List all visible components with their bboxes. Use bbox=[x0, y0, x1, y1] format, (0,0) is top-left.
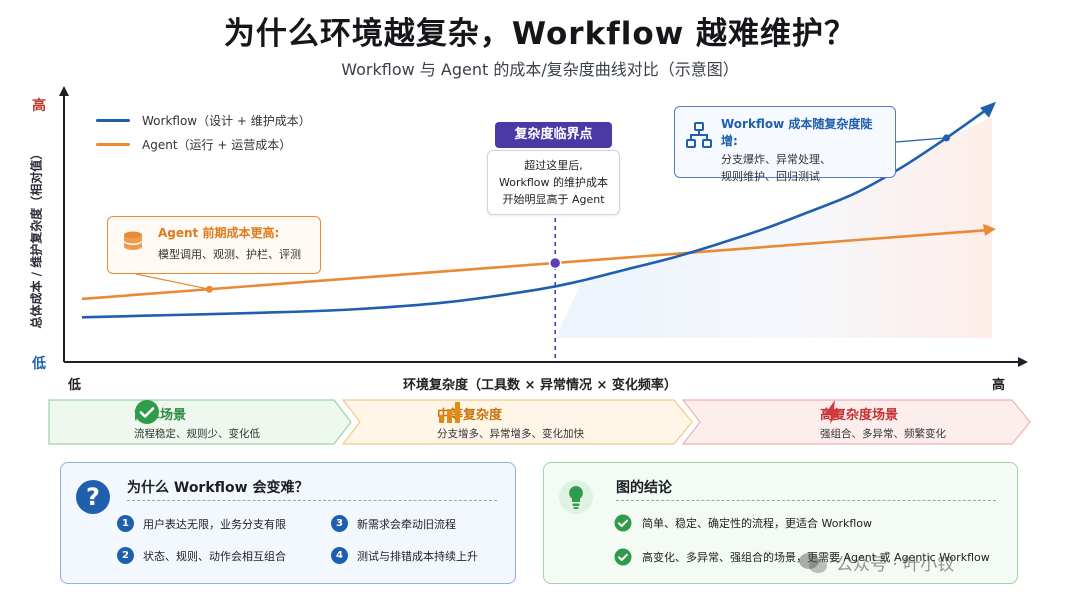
why-item-number: 2 bbox=[117, 547, 134, 564]
chart-legend: Workflow（设计 + 维护成本） Agent（运行 + 运营成本） bbox=[96, 108, 311, 156]
why-panel-title: 为什么 Workflow 会变难？ bbox=[127, 480, 309, 496]
zone-simple-shape bbox=[48, 399, 352, 445]
critical-point-note: 超过这里后, Workflow 的维护成本 开始明显高于 Agent bbox=[487, 150, 620, 215]
x-axis-arrow bbox=[1018, 357, 1028, 367]
critical-point-callout: 复杂度临界点 超过这里后, Workflow 的维护成本 开始明显高于 Agen… bbox=[487, 122, 620, 215]
agent-callout-title: Agent 前期成本更高: bbox=[158, 226, 280, 240]
critical-note-line: 超过这里后, bbox=[524, 159, 583, 172]
zone-simple-desc: 流程稳定、规则少、变化低 bbox=[134, 427, 260, 440]
y-axis-high: 高 bbox=[32, 98, 46, 114]
why-panel-divider bbox=[127, 500, 497, 501]
critical-point-tag: 复杂度临界点 bbox=[495, 122, 612, 148]
why-item-number: 3 bbox=[331, 515, 348, 532]
flowchart-icon bbox=[686, 122, 712, 148]
zone-high: 高复杂度场景 强组合、多异常、频繁变化 bbox=[682, 399, 1032, 445]
lightning-icon bbox=[825, 400, 841, 424]
conclusion-text: 高变化、多异常、强组合的场景，更需要 Agent 或 Agentic Workf… bbox=[642, 551, 990, 564]
workflow-callout-dot bbox=[943, 134, 950, 142]
agent-callout-dot bbox=[205, 285, 213, 293]
watermark-text: 公众号 · 叶小钗 bbox=[836, 555, 955, 575]
x-axis-label: 环境复杂度（工具数 × 异常情况 × 变化频率） bbox=[403, 378, 677, 393]
y-axis-low: 低 bbox=[32, 356, 46, 372]
conclusion-item: 高变化、多异常、强组合的场景，更需要 Agent 或 Agentic Workf… bbox=[614, 548, 990, 566]
y-axis-label-wrap: 总体成本 / 维护复杂度（相对值） bbox=[6, 147, 66, 330]
series-arrow-agent bbox=[983, 223, 996, 236]
check-circle-icon bbox=[614, 514, 632, 532]
legend-swatch-workflow bbox=[96, 118, 130, 122]
critical-note-line: Workflow 的维护成本 bbox=[498, 176, 608, 189]
why-workflow-hard-panel: ? 为什么 Workflow 会变难？ 1 用户表达无限，业务分支有限 3 新需求会… bbox=[60, 462, 516, 584]
zone-simple: 简单场景 流程稳定、规则少、变化低 bbox=[48, 399, 353, 445]
zone-medium-title: 中等复杂度 bbox=[437, 407, 503, 423]
cost-complexity-chart bbox=[59, 86, 1028, 367]
conclusion-panel-divider bbox=[616, 500, 996, 501]
agent-callout-body: 模型调用、观测、护栏、评测 bbox=[158, 248, 301, 261]
database-icon bbox=[124, 231, 142, 250]
why-item-text: 新需求会牵动旧流程 bbox=[357, 517, 456, 531]
workflow-callout-title: Workflow 成本随复杂度陡增: bbox=[721, 117, 873, 148]
why-item: 2 状态、规则、动作会相互组合 bbox=[117, 547, 286, 564]
conclusion-panel: 图的结论 简单、稳定、确定性的流程，更适合 Workflow 高变化、多异常、强… bbox=[543, 462, 1018, 584]
legend-item-agent: Agent（运行 + 运营成本） bbox=[96, 132, 311, 156]
y-axis-label: 总体成本 / 维护复杂度（相对值） bbox=[29, 147, 44, 329]
conclusion-panel-title: 图的结论 bbox=[616, 480, 672, 496]
why-item: 1 用户表达无限，业务分支有限 bbox=[117, 515, 286, 532]
legend-label-workflow: Workflow（设计 + 维护成本） bbox=[142, 113, 311, 128]
complexity-zones: 简单场景 流程稳定、规则少、变化低 中等复杂度 分支增多、异常增多、变化加快 高… bbox=[48, 399, 1032, 445]
agent-callout-leader bbox=[135, 273, 210, 290]
x-axis-low: 低 bbox=[68, 378, 82, 393]
zone-medium-desc: 分支增多、异常增多、变化加快 bbox=[437, 427, 584, 440]
series-line-workflow bbox=[81, 104, 993, 319]
legend-swatch-agent bbox=[96, 142, 130, 146]
page-subtitle: Workflow 与 Agent 的成本/复杂度曲线对比（示意图） bbox=[341, 60, 739, 79]
legend-label-agent: Agent（运行 + 运营成本） bbox=[142, 137, 292, 152]
workflow-callout-line: 规则维护、回归测试 bbox=[721, 170, 820, 183]
zone-high-shape bbox=[682, 399, 1031, 445]
why-item-text: 测试与排错成本持续上升 bbox=[357, 549, 478, 563]
zone-high-desc: 强组合、多异常、频繁变化 bbox=[820, 427, 946, 440]
svg-text:?: ? bbox=[86, 483, 100, 511]
workflow-callout-leader bbox=[895, 137, 947, 143]
why-item: 3 新需求会牵动旧流程 bbox=[331, 515, 456, 532]
question-icon: ? bbox=[76, 480, 110, 514]
watermark: 公众号 · 叶小钗 bbox=[798, 550, 954, 575]
page-title: 为什么环境越复杂，Workflow 越难维护？ bbox=[223, 16, 857, 52]
check-circle-icon bbox=[614, 548, 632, 566]
why-item-text: 用户表达无限，业务分支有限 bbox=[143, 517, 286, 531]
why-item: 4 测试与排错成本持续上升 bbox=[331, 547, 478, 564]
why-item-text: 状态、规则、动作会相互组合 bbox=[143, 549, 286, 563]
bar-chart-icon bbox=[439, 402, 460, 423]
conclusion-text: 简单、稳定、确定性的流程，更适合 Workflow bbox=[642, 517, 873, 530]
agent-early-cost-callout: Agent 前期成本更高: 模型调用、观测、护栏、评测 bbox=[107, 216, 321, 274]
why-item-number: 4 bbox=[331, 547, 348, 564]
series-line-agent bbox=[81, 228, 991, 301]
workflow-growth-callout: Workflow 成本随复杂度陡增: 分支爆炸、异常处理、 规则维护、回归测试 bbox=[674, 106, 896, 183]
lightbulb-icon bbox=[559, 480, 593, 514]
high-cost-shaded-area bbox=[555, 117, 992, 338]
series-arrow-workflow bbox=[980, 101, 996, 118]
wechat-icon bbox=[799, 552, 827, 573]
zone-medium: 中等复杂度 分支增多、异常增多、变化加快 bbox=[342, 399, 694, 445]
y-axis-arrow bbox=[59, 86, 69, 96]
critical-point-marker bbox=[548, 256, 562, 270]
check-circle-icon bbox=[135, 400, 159, 424]
x-axis-high: 高 bbox=[992, 378, 1006, 393]
why-item-number: 1 bbox=[117, 515, 134, 532]
conclusion-item: 简单、稳定、确定性的流程，更适合 Workflow bbox=[614, 514, 872, 532]
zone-high-title: 高复杂度场景 bbox=[820, 407, 899, 423]
legend-item-workflow: Workflow（设计 + 维护成本） bbox=[96, 108, 311, 132]
critical-note-line: 开始明显高于 Agent bbox=[502, 193, 605, 206]
zone-medium-shape bbox=[342, 399, 693, 445]
workflow-callout-line: 分支爆炸、异常处理、 bbox=[721, 153, 831, 166]
